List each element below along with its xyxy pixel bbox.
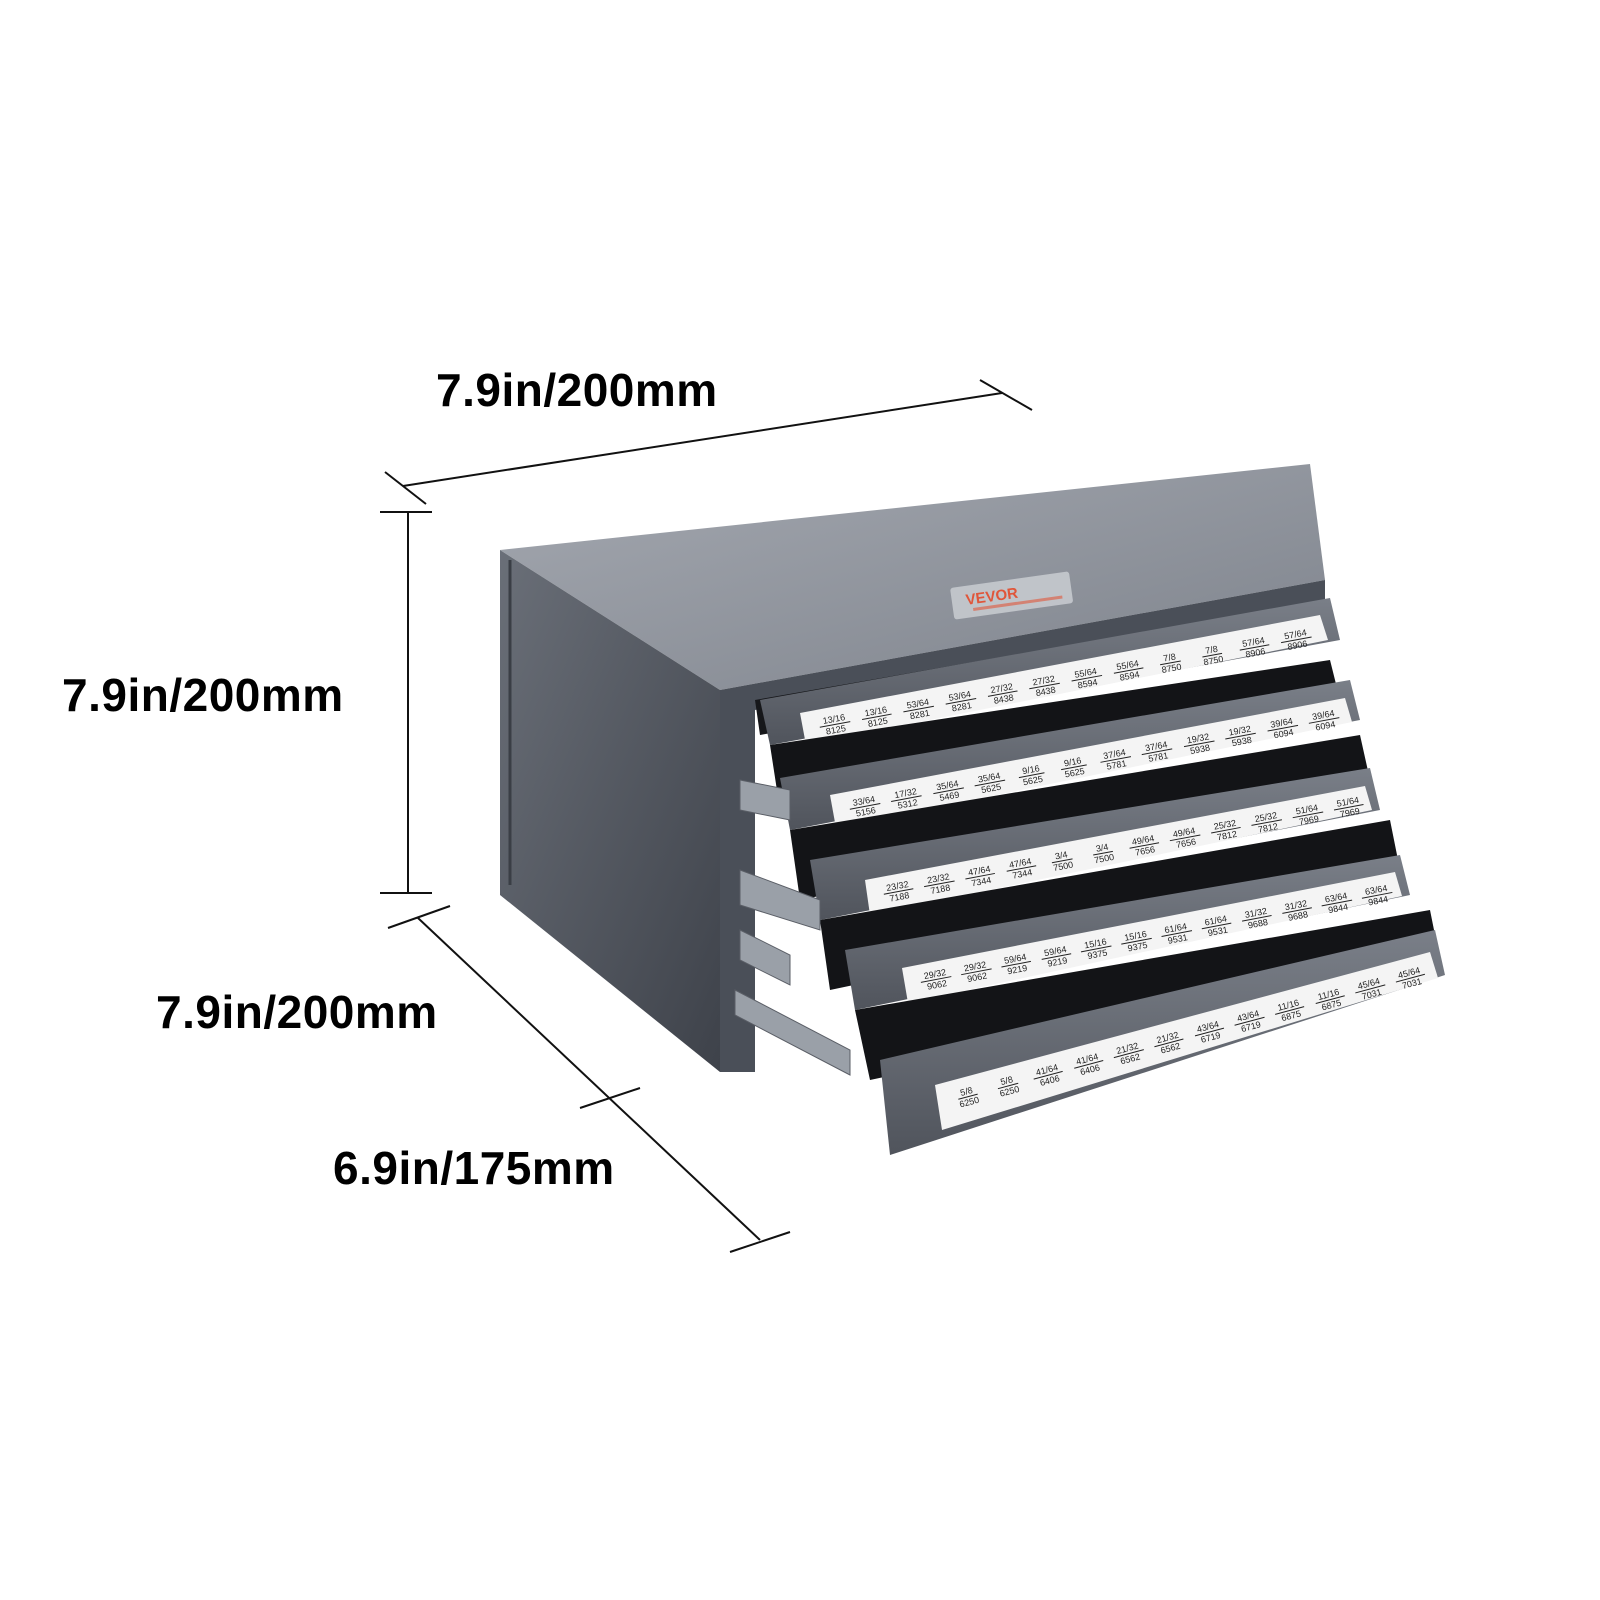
decimal-size: 8750 bbox=[1202, 653, 1225, 668]
decimal-size: 9062 bbox=[926, 978, 948, 992]
decimal-size: 9531 bbox=[1166, 932, 1189, 946]
decimal-size: 8906 bbox=[1244, 646, 1267, 660]
cabinet-top bbox=[500, 464, 1325, 690]
decimal-size: 8750 bbox=[1160, 661, 1183, 676]
decimal-size: 9062 bbox=[966, 970, 988, 985]
drawer-1 bbox=[755, 598, 1340, 745]
drawer-3 bbox=[790, 735, 1380, 920]
cabinet-side bbox=[500, 550, 720, 1072]
decimal-size: 8125 bbox=[825, 723, 847, 737]
decimal-size: 9375 bbox=[1086, 947, 1109, 962]
decimal-size: 9844 bbox=[1327, 901, 1349, 916]
decimal-size: 8906 bbox=[1286, 638, 1309, 652]
decimal-size: 7656 bbox=[1134, 844, 1156, 858]
decimal-size: 7500 bbox=[1093, 851, 1115, 866]
decimal-size: 7188 bbox=[929, 882, 952, 896]
decimal-size: 8281 bbox=[950, 700, 973, 714]
decimal-size: 7969 bbox=[1339, 805, 1361, 820]
decimal-size: 7344 bbox=[970, 874, 993, 889]
decimal-size: 6094 bbox=[1272, 726, 1295, 741]
decimal-size: 7656 bbox=[1175, 836, 1197, 851]
decimal-size: 7969 bbox=[1298, 813, 1320, 828]
decimal-size: 5469 bbox=[938, 789, 961, 803]
decimal-size: 7188 bbox=[888, 890, 911, 904]
decimal-size: 6094 bbox=[1314, 719, 1337, 733]
width-dimension-label: 7.9in/200mm bbox=[436, 364, 718, 416]
decimal-size: 7812 bbox=[1257, 821, 1279, 835]
decimal-size: 7344 bbox=[1011, 867, 1034, 881]
decimal-size: 5312 bbox=[896, 797, 919, 811]
drawer-slides bbox=[734, 779, 851, 1076]
dimension-lines bbox=[380, 379, 1033, 1253]
decimal-size: 9531 bbox=[1207, 924, 1229, 939]
extended-depth-dimension-label: 6.9in/175mm bbox=[333, 1142, 615, 1194]
drawer-5 bbox=[855, 910, 1445, 1155]
decimal-size: 5625 bbox=[980, 781, 1002, 796]
height-dimension-label: 7.9in/200mm bbox=[62, 669, 344, 721]
brand-plate: VEVOR bbox=[950, 571, 1073, 620]
decimal-size: 8594 bbox=[1118, 669, 1141, 683]
decimal-size: 9688 bbox=[1247, 916, 1269, 931]
depth-dimension-label: 7.9in/200mm bbox=[156, 986, 438, 1038]
decimal-size: 9375 bbox=[1126, 939, 1149, 954]
decimal-size: 8438 bbox=[1034, 684, 1057, 699]
decimal-size: 9688 bbox=[1287, 909, 1309, 923]
drawer-4 bbox=[820, 820, 1410, 1010]
decimal-size: 5781 bbox=[1147, 750, 1170, 764]
decimal-size: 5625 bbox=[1063, 765, 1086, 780]
decimal-size: 8438 bbox=[992, 692, 1015, 706]
decimal-size: 5156 bbox=[855, 805, 877, 819]
decimal-size: 8594 bbox=[1076, 676, 1099, 691]
decimal-size: 9219 bbox=[1006, 962, 1029, 977]
decimal-size: 7812 bbox=[1216, 828, 1238, 843]
decimal-size: 5625 bbox=[1022, 773, 1044, 788]
decimal-size: 8281 bbox=[909, 707, 931, 722]
decimal-size: 7500 bbox=[1052, 859, 1074, 874]
decimal-size: 5781 bbox=[1105, 758, 1128, 772]
decimal-size: 5938 bbox=[1189, 742, 1211, 757]
drawer-2 bbox=[770, 660, 1360, 830]
decimal-size: 5938 bbox=[1231, 734, 1253, 749]
decimal-size: 9844 bbox=[1367, 893, 1389, 908]
decimal-size: 8125 bbox=[867, 715, 889, 729]
decimal-size: 9219 bbox=[1046, 955, 1069, 969]
